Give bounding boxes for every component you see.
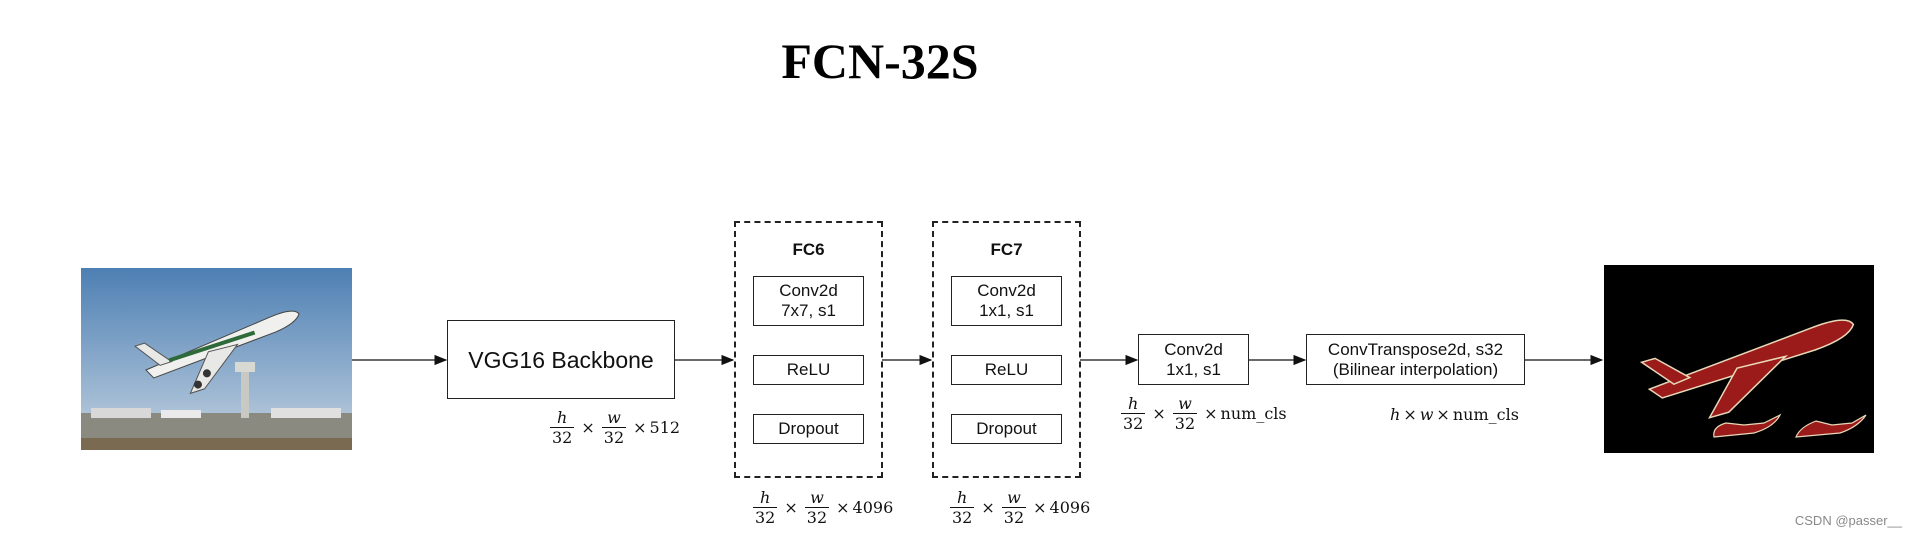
fc7-relu-block: ReLU [951, 355, 1062, 385]
watermark: CSDN @passer__ [1794, 513, 1902, 528]
times-sign: × [1436, 405, 1450, 424]
times-sign: × [981, 498, 995, 517]
channel-count: 512 [649, 418, 681, 437]
final-conv-block: Conv2d 1x1, s1 [1138, 334, 1249, 385]
frac-num: w [810, 488, 824, 507]
fc6-title: FC6 [792, 240, 825, 259]
fc6-dropout-label: Dropout [778, 419, 839, 438]
upsample-block: ConvTranspose2d, s32 (Bilinear interpola… [1306, 334, 1525, 385]
frac-den: 32 [804, 507, 830, 527]
times-sign: × [633, 418, 647, 437]
fc7-relu-label: ReLU [984, 360, 1029, 379]
channel-count: 4096 [1049, 498, 1091, 517]
final-conv-line2: 1x1, s1 [1166, 359, 1221, 379]
fc6-relu-block: ReLU [753, 355, 864, 385]
times-sign: × [1204, 404, 1218, 423]
frac-den: 32 [1001, 507, 1027, 527]
frac-num: h [957, 488, 968, 507]
upsample-line1: ConvTranspose2d, s32 [1327, 339, 1504, 359]
fc6-group [734, 221, 883, 478]
fc6-conv-line1: Conv2d [779, 281, 838, 300]
fc7-title: FC7 [990, 240, 1023, 259]
vgg16-backbone-block: VGG16 Backbone [447, 320, 675, 399]
input-image [81, 268, 352, 450]
output-segmentation-mask [1604, 265, 1874, 453]
fc7-conv-block: Conv2d 1x1, s1 [951, 276, 1062, 326]
fc6-conv-line2: 7x7, s1 [781, 301, 836, 320]
fc7-dropout-block: Dropout [951, 414, 1062, 444]
final-conv-line1: Conv2d [1164, 339, 1223, 359]
vgg16-backbone-label: VGG16 Backbone [468, 346, 654, 373]
dim-h: h [1390, 405, 1401, 424]
frac-num: w [607, 408, 621, 427]
times-sign: × [784, 498, 798, 517]
frac-num: h [557, 408, 568, 427]
fc7-group [932, 221, 1081, 478]
times-sign: × [836, 498, 850, 517]
output-dims: h × w × num_cls [1390, 405, 1519, 424]
frac-den: 32 [550, 427, 575, 447]
frac-num: h [760, 488, 771, 507]
frac-num: w [1007, 488, 1021, 507]
fc6-dropout-block: Dropout [753, 414, 864, 444]
fc6-relu-label: ReLU [786, 360, 831, 379]
times-sign: × [1033, 498, 1047, 517]
frac-num: w [1178, 394, 1192, 413]
fc7-conv-line2: 1x1, s1 [979, 301, 1034, 320]
dim-w: w [1419, 405, 1434, 424]
times-sign: × [1403, 405, 1417, 424]
frac-den: 32 [601, 427, 627, 447]
frac-den: 32 [753, 507, 778, 527]
fc6-conv-block: Conv2d 7x7, s1 [753, 276, 864, 326]
upsample-line2: (Bilinear interpolation) [1332, 359, 1499, 379]
frac-num: h [1128, 394, 1139, 413]
channel-count: 4096 [852, 498, 894, 517]
times-sign: × [1152, 404, 1166, 423]
frac-den: 32 [1121, 413, 1146, 433]
class-count: num_cls [1220, 404, 1287, 423]
times-sign: × [581, 418, 595, 437]
diagram-title: FCN-32S [781, 33, 979, 89]
fc7-conv-line1: Conv2d [977, 281, 1036, 300]
frac-den: 32 [1172, 413, 1198, 433]
class-count: num_cls [1452, 405, 1519, 424]
frac-den: 32 [950, 507, 975, 527]
fc7-dropout-label: Dropout [976, 419, 1037, 438]
